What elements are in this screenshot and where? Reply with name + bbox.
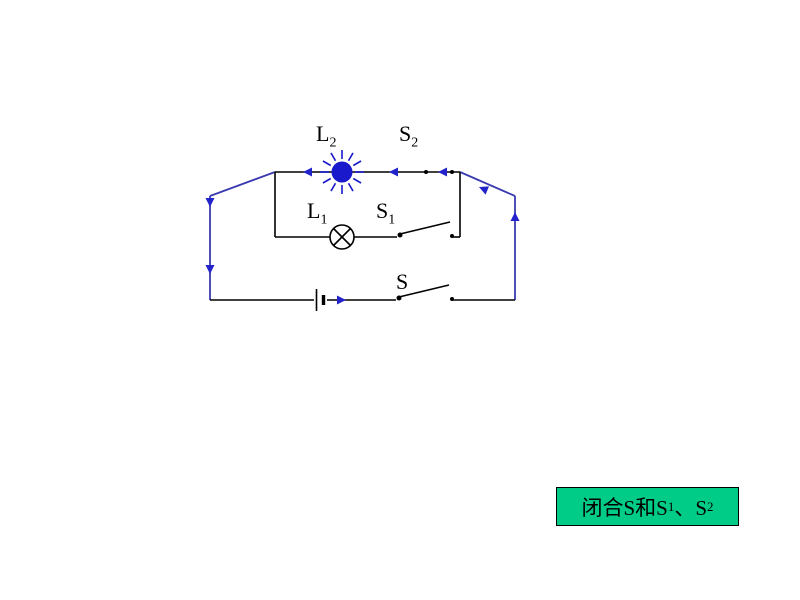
wire-left-connector xyxy=(209,171,276,197)
lamp-l2-bulb-lit xyxy=(331,161,353,183)
label-main-switch: S xyxy=(396,271,408,293)
label-switch1-base: S xyxy=(376,198,389,223)
label-lamp2-base: L xyxy=(316,121,330,146)
label-lamp2-sub: 2 xyxy=(329,135,337,151)
switch-s1 xyxy=(397,221,460,238)
lamp-l2-rays xyxy=(320,150,364,194)
lamp-l1-cross xyxy=(332,227,352,247)
label-lamp1: L1 xyxy=(307,198,327,227)
wire-right-connector xyxy=(459,171,516,197)
current-arrow xyxy=(389,167,398,177)
label-lamp2: L2 xyxy=(316,121,336,150)
current-arrow xyxy=(303,167,312,177)
current-arrow xyxy=(205,265,215,274)
switch-s-blade xyxy=(398,284,450,298)
switch-s2-pivot xyxy=(424,170,428,174)
current-arrow xyxy=(337,295,346,305)
label-lamp1-base: L xyxy=(307,198,321,223)
switch-s1-blade xyxy=(399,221,451,235)
current-arrow xyxy=(438,167,447,177)
label-switch2-base: S xyxy=(399,121,412,146)
parallel-branches xyxy=(274,170,461,250)
switch-s2 xyxy=(424,170,454,174)
label-switch2-sub: 2 xyxy=(411,135,419,151)
label-switch1-sub: 1 xyxy=(388,212,396,228)
battery-symbol xyxy=(315,289,326,311)
lamp-l2 xyxy=(320,150,364,194)
label-main-switch-base: S xyxy=(396,269,409,294)
label-switch1: S1 xyxy=(376,198,395,227)
current-arrow xyxy=(479,186,490,195)
current-arrow xyxy=(510,212,520,221)
current-arrows xyxy=(205,167,520,305)
label-switch2: S2 xyxy=(399,121,418,150)
caption-text: 、S xyxy=(674,495,708,520)
label-lamp1-sub: 1 xyxy=(320,212,328,228)
current-arrow xyxy=(205,198,215,207)
caption-text: 闭合S和S xyxy=(581,495,668,520)
lamp-l1 xyxy=(329,224,355,250)
outer-loop-wire xyxy=(209,171,516,300)
bottom-wire xyxy=(210,284,515,311)
switch-s2-contact xyxy=(450,170,454,174)
